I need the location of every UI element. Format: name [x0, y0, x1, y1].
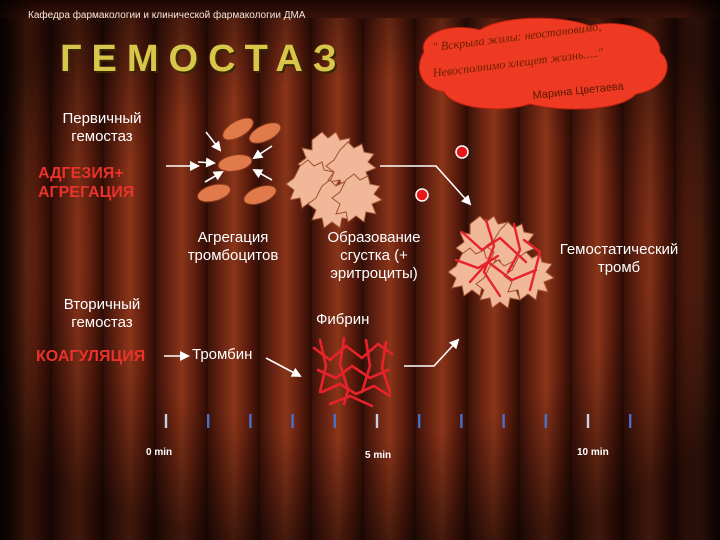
- slide-title: ГЕМОСТАЗ: [60, 38, 347, 80]
- secondary-hemostasis-label: Вторичный гемостаз: [54, 296, 150, 332]
- time-label-0: 0 min: [146, 447, 173, 458]
- adhesion-aggregation-label: АДГЕЗИЯ+ АГРЕГАЦИЯ: [38, 164, 158, 202]
- arrow-to-thrombus: [380, 165, 472, 206]
- convergence-arrows: [197, 131, 273, 183]
- red-blood-cells: [415, 145, 469, 202]
- clot-formation-label: Образование сгустка (+ эритроциты): [306, 229, 442, 283]
- platelet-aggregate: [285, 131, 384, 229]
- hemostatic-thrombus: [447, 215, 556, 309]
- primary-hemostasis-label: Первичный гемостаз: [60, 110, 144, 146]
- fibrin-mesh: [312, 336, 394, 408]
- hemostatic-thrombus-text: Гемостатический тромб: [559, 241, 679, 276]
- time-label-10: 10 min: [577, 447, 609, 458]
- thrombin-arrow: [265, 357, 302, 377]
- platelet-aggregation-label: Агрегация тромбоцитов: [174, 229, 292, 265]
- curtain-top: [0, 0, 720, 18]
- quote-cloud: [418, 17, 668, 110]
- primary-hemostasis-text: Первичный гемостаз: [62, 110, 142, 145]
- separate-platelets: [196, 117, 282, 206]
- coagulation-label: КОАГУЛЯЦИЯ: [36, 348, 146, 365]
- secondary-hemostasis-text: Вторичный гемостаз: [63, 296, 141, 331]
- time-label-5: 5 min: [365, 450, 392, 461]
- thrombin-label: Тромбин: [192, 346, 253, 363]
- fibrin-label: Фибрин: [316, 311, 370, 328]
- timeline: [164, 414, 632, 428]
- department-header: Кафедра фармакологии и клинической фарма…: [28, 10, 306, 21]
- adhesion-aggregation-text: АДГЕЗИЯ+ АГРЕГАЦИЯ: [38, 165, 135, 201]
- hemostatic-thrombus-label: Гемостатический тромб: [544, 241, 694, 277]
- curtain-edge-left: [0, 0, 36, 540]
- platelet-aggregation-text: Агрегация тромбоцитов: [187, 229, 279, 264]
- clot-formation-text: Образование сгустка (+ эритроциты): [327, 229, 421, 282]
- fibrin-to-thrombus-arrow: [404, 338, 460, 367]
